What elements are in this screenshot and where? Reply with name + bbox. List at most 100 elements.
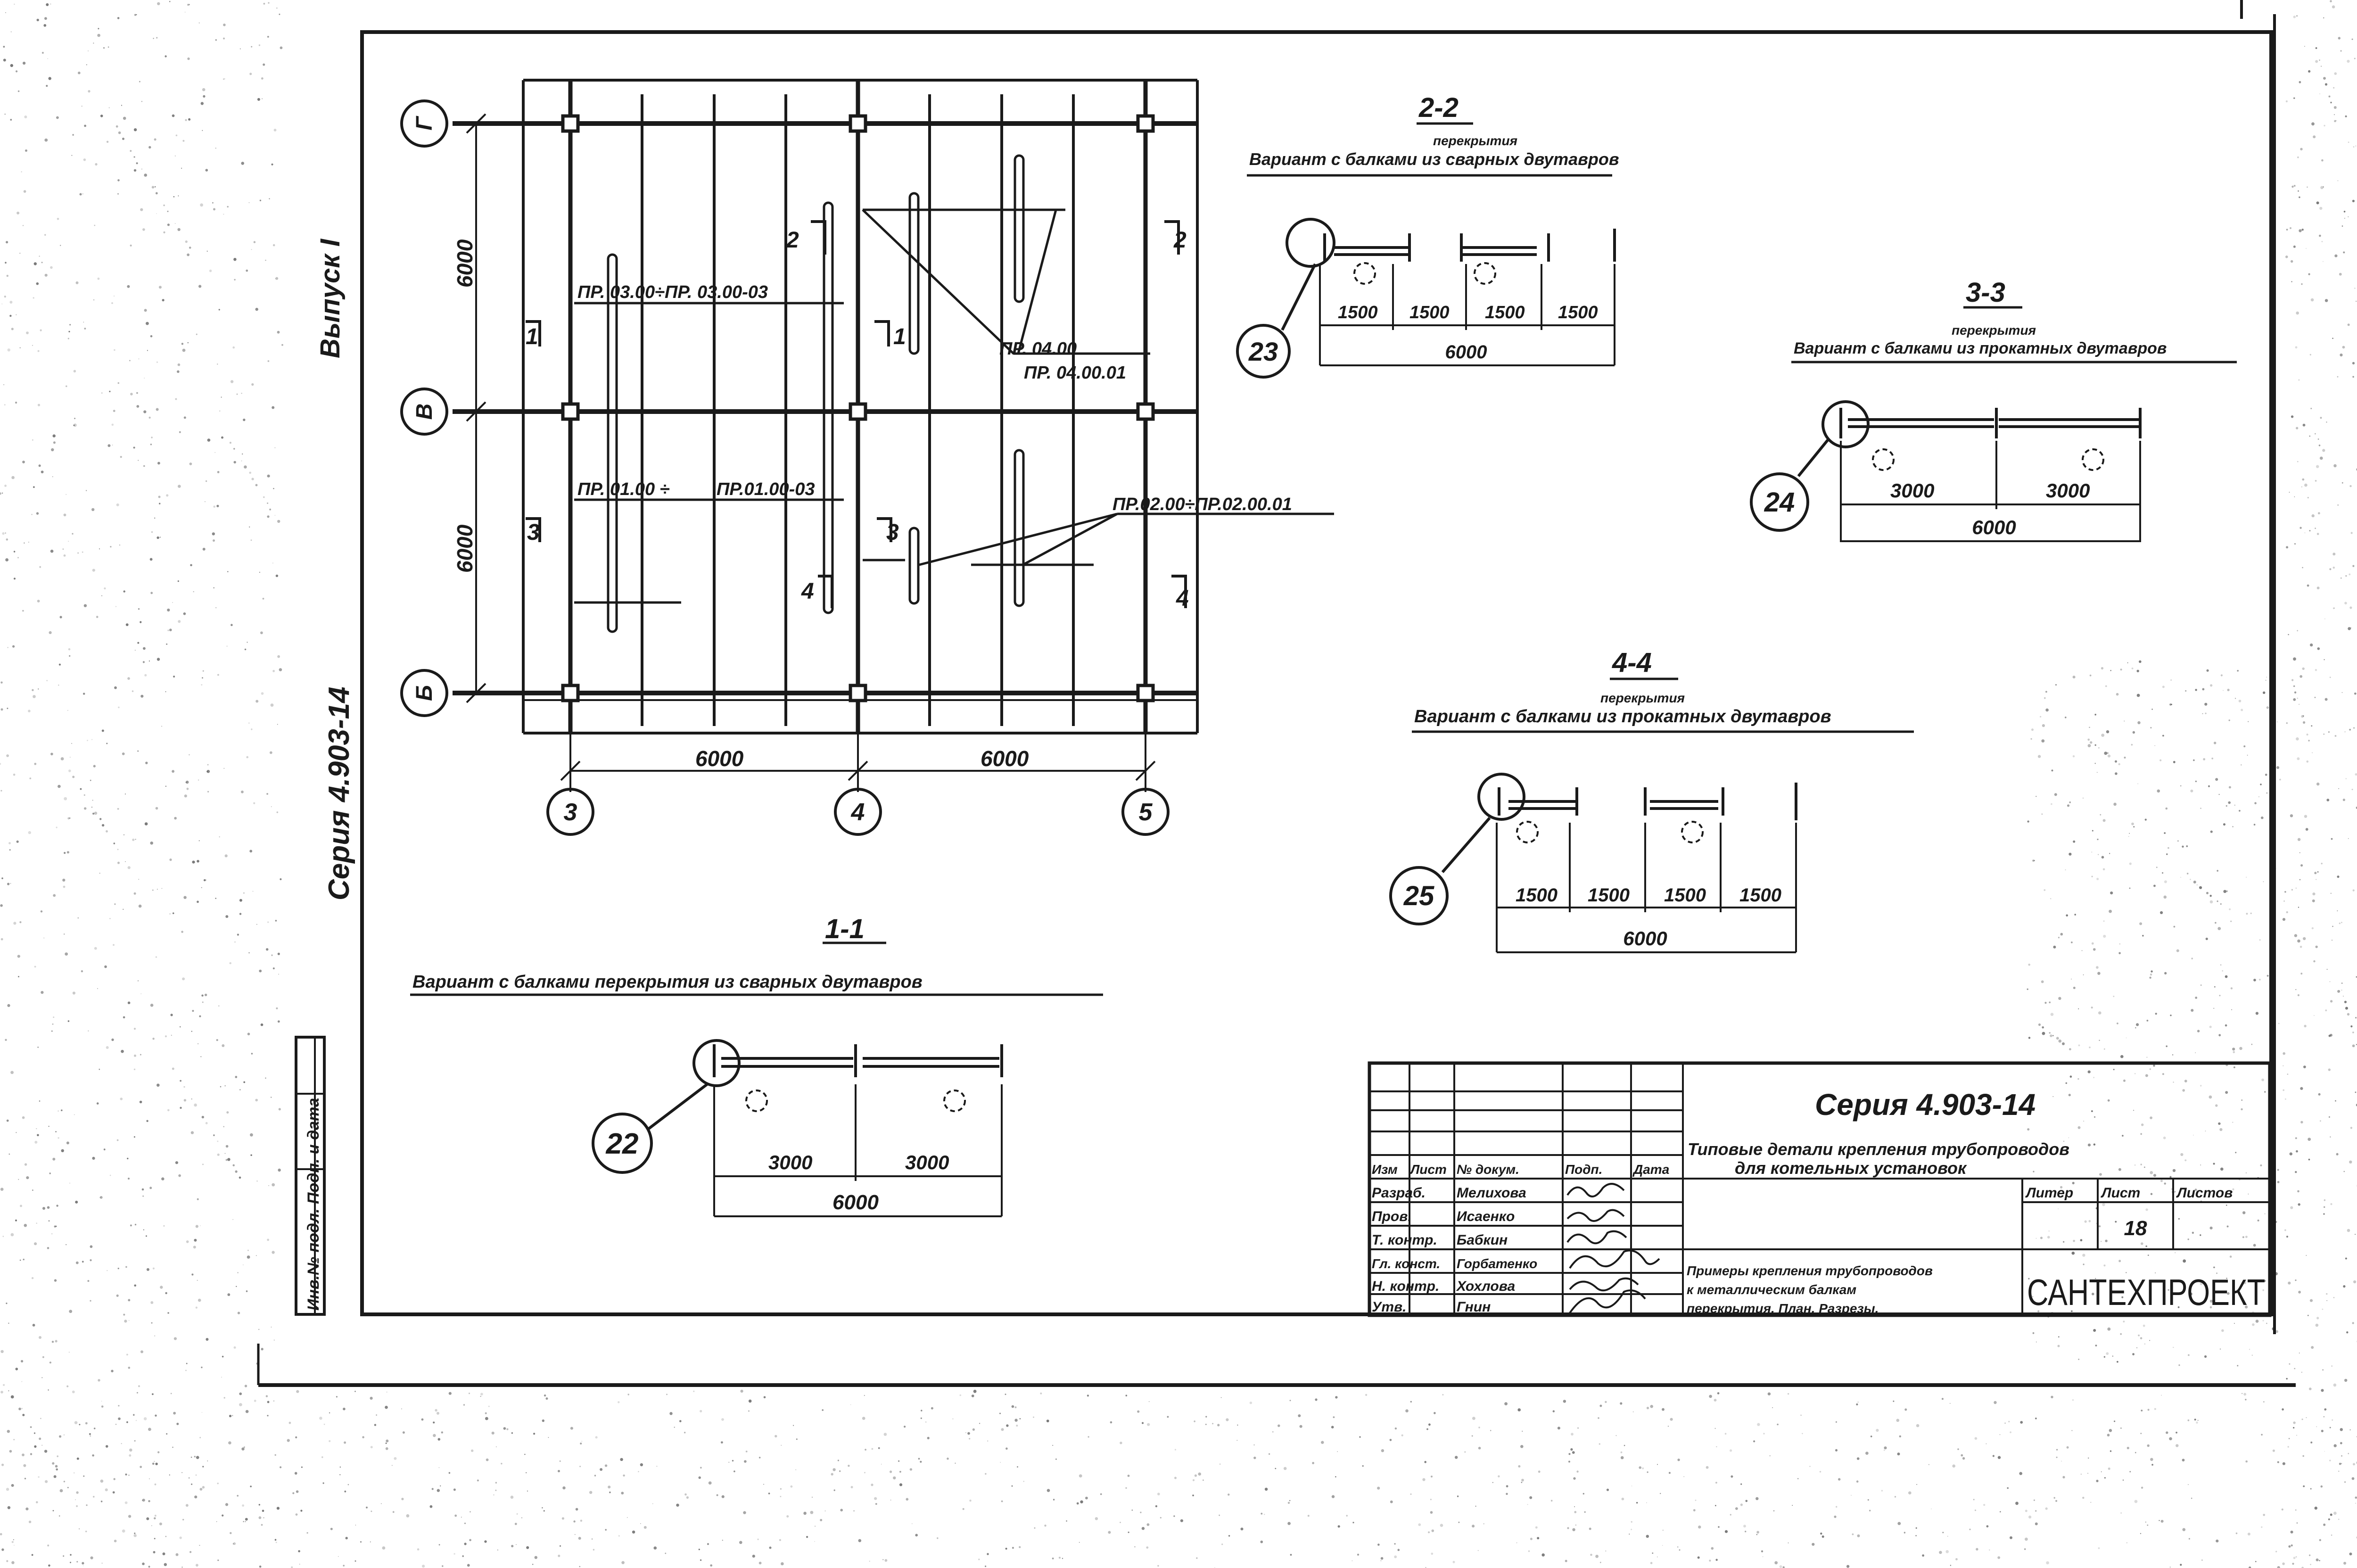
- noise-speck: [1108, 1531, 1111, 1534]
- noise-speck: [180, 1106, 182, 1109]
- noise-speck: [165, 55, 167, 58]
- noise-speck: [1772, 1407, 1773, 1408]
- noise-speck: [1076, 1502, 1079, 1505]
- noise-speck: [135, 839, 136, 840]
- noise-speck: [1253, 1456, 1256, 1460]
- noise-speck: [2296, 1435, 2297, 1436]
- noise-speck: [225, 1503, 229, 1506]
- noise-speck: [2315, 60, 2318, 63]
- sheet-label: Лист: [2101, 1185, 2140, 1201]
- noise-speck: [55, 1465, 58, 1468]
- noise-speck: [806, 1536, 808, 1538]
- noise-speck: [139, 1100, 142, 1104]
- noise-speck: [2330, 1203, 2332, 1205]
- noise-speck: [167, 1109, 170, 1112]
- noise-speck: [219, 410, 221, 412]
- noise-speck: [195, 1474, 197, 1476]
- noise-speck: [1019, 1418, 1021, 1419]
- noise-speck: [2220, 964, 2222, 966]
- noise-speck: [2210, 684, 2213, 687]
- noise-speck: [190, 1456, 192, 1458]
- noise-speck: [2288, 1545, 2291, 1548]
- noise-speck: [2048, 1230, 2050, 1232]
- noise-speck: [2191, 1009, 2194, 1012]
- noise-speck: [2323, 77, 2326, 80]
- noise-speck: [1148, 1401, 1150, 1402]
- noise-speck: [16, 70, 18, 73]
- noise-speck: [2300, 973, 2303, 975]
- noise-speck: [2126, 1446, 2129, 1450]
- noise-speck: [485, 1417, 488, 1420]
- noise-speck: [2096, 966, 2099, 969]
- noise-speck: [2147, 1524, 2149, 1526]
- noise-speck: [2092, 830, 2093, 832]
- noise-speck: [2347, 1229, 2350, 1232]
- noise-speck: [1, 492, 3, 494]
- noise-speck: [7, 1430, 10, 1433]
- noise-speck: [454, 1514, 457, 1517]
- noise-speck: [2105, 685, 2107, 687]
- noise-speck: [159, 1522, 162, 1526]
- noise-speck: [117, 17, 120, 19]
- title-block: Серия 4.903-14 Типовые детали крепления …: [1368, 1061, 2272, 1317]
- noise-speck: [1192, 1479, 1195, 1481]
- noise-speck: [198, 1298, 201, 1302]
- noise-speck: [2101, 1241, 2102, 1242]
- noise-speck: [267, 921, 269, 923]
- noise-speck: [406, 1514, 410, 1518]
- noise-speck: [1052, 1557, 1054, 1560]
- noise-speck: [239, 48, 241, 50]
- noise-speck: [197, 860, 199, 863]
- noise-speck: [24, 1224, 27, 1227]
- noise-speck: [1563, 1400, 1566, 1403]
- noise-speck: [1240, 1527, 1244, 1531]
- noise-speck: [2340, 1428, 2343, 1431]
- noise-speck: [2091, 851, 2093, 853]
- noise-speck: [707, 1543, 709, 1545]
- noise-speck: [61, 1149, 64, 1152]
- noise-speck: [2226, 890, 2228, 892]
- noise-speck: [174, 817, 177, 820]
- noise-speck: [273, 1400, 275, 1402]
- noise-speck: [545, 1397, 548, 1400]
- noise-speck: [136, 1392, 138, 1394]
- noise-speck: [0, 904, 3, 907]
- noise-speck: [2136, 1347, 2138, 1348]
- noise-speck: [2177, 1306, 2180, 1308]
- noise-speck: [1277, 1424, 1280, 1427]
- noise-speck: [2219, 995, 2221, 997]
- noise-speck: [2211, 758, 2214, 759]
- noise-speck: [246, 269, 248, 272]
- noise-speck: [2241, 1108, 2243, 1111]
- noise-speck: [2191, 1497, 2192, 1499]
- noise-speck: [236, 1286, 237, 1287]
- noise-speck: [2300, 148, 2303, 150]
- noise-speck: [2084, 1220, 2087, 1223]
- noise-speck: [136, 162, 138, 165]
- noise-speck: [41, 470, 44, 473]
- noise-speck: [36, 1222, 37, 1224]
- noise-speck: [233, 461, 236, 464]
- noise-speck: [985, 1473, 987, 1475]
- noise-speck: [2337, 910, 2338, 911]
- noise-speck: [2316, 782, 2320, 786]
- noise-speck: [2284, 1098, 2286, 1100]
- noise-speck: [67, 1487, 69, 1488]
- noise-speck: [87, 1280, 90, 1282]
- noise-speck: [463, 1404, 465, 1406]
- noise-speck: [157, 1451, 160, 1453]
- noise-speck: [1646, 1407, 1649, 1410]
- noise-speck: [2293, 185, 2296, 187]
- section-2-2: 2-2 перекрытия Вариант с балками из свар…: [1236, 92, 1619, 379]
- noise-speck: [187, 253, 190, 256]
- noise-speck: [75, 281, 79, 284]
- noise-speck: [69, 757, 71, 758]
- noise-speck: [2356, 301, 2357, 302]
- noise-speck: [2225, 805, 2227, 807]
- noise-speck: [437, 1438, 441, 1441]
- noise-speck: [2132, 1353, 2134, 1355]
- noise-speck: [2197, 884, 2198, 885]
- noise-speck: [2151, 1464, 2153, 1466]
- noise-speck: [22, 461, 25, 463]
- noise-speck: [2328, 1518, 2330, 1520]
